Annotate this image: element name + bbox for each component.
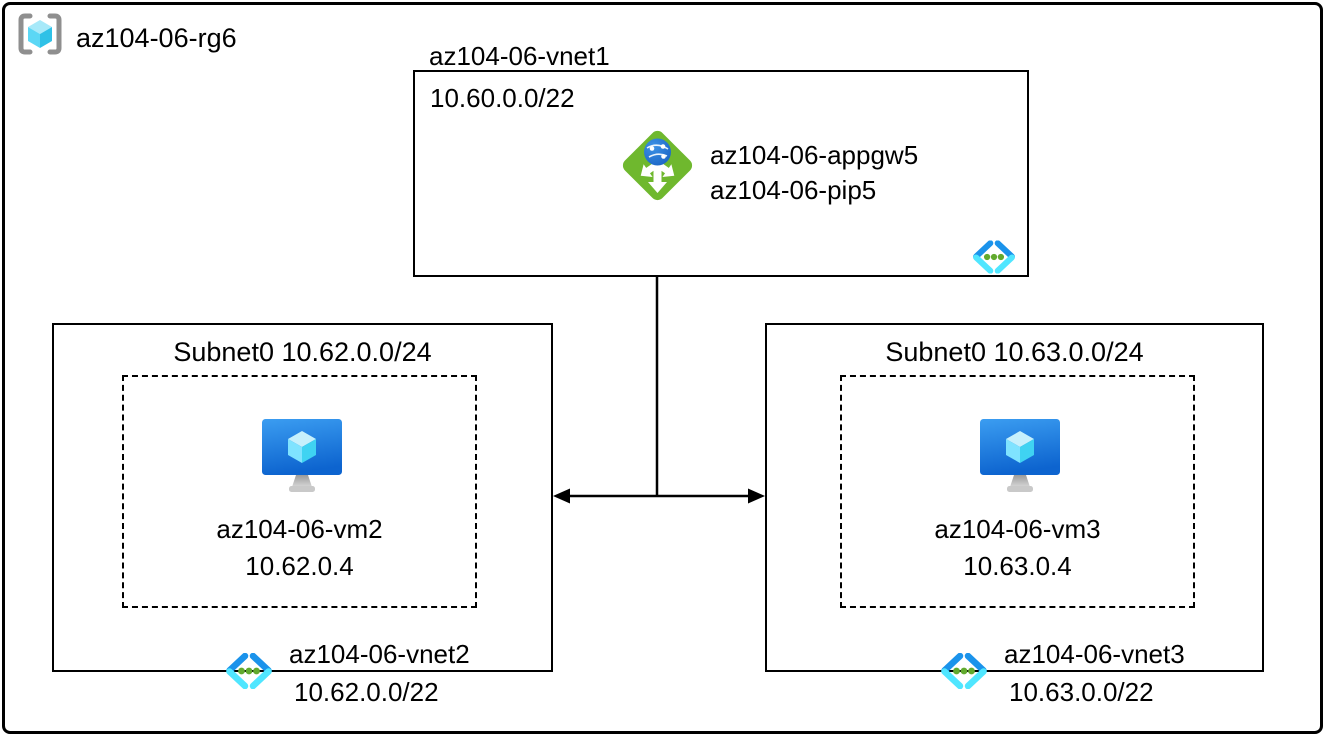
app-gateway-labels: az104-06-appgw5 az104-06-pip5	[710, 138, 918, 208]
vnet3-subnet-dashed-box: az104-06-vm3 10.63.0.4	[840, 375, 1195, 608]
vnet3-cidr-label: 10.63.0.0/22	[1009, 677, 1154, 707]
vm-icon	[980, 419, 1060, 493]
resource-group-label: az104-06-rg6	[76, 23, 237, 53]
vm2-name-label: az104-06-vm2	[216, 514, 383, 544]
vm3-name-label: az104-06-vm3	[934, 514, 1101, 544]
vnet3-subnet-header: Subnet0 10.63.0.0/24	[885, 337, 1144, 367]
vm-icon	[262, 419, 342, 493]
resource-group-icon	[18, 13, 62, 55]
vnet2-cidr-label: 10.62.0.0/22	[294, 677, 439, 707]
public-ip-name-label: az104-06-pip5	[710, 175, 877, 205]
vnet1-cidr-label: 10.60.0.0/22	[430, 83, 575, 113]
vnet-icon	[971, 240, 1017, 274]
app-gateway-name-label: az104-06-appgw5	[710, 140, 919, 170]
vnet2-box: Subnet0 10.62.0.0/24 az104-06-vm2 10.62.…	[52, 323, 553, 672]
vnet1-name-label: az104-06-vnet1	[429, 41, 610, 71]
vnet2-subnet-header: Subnet0 10.62.0.0/24	[173, 337, 432, 367]
vnet-icon	[224, 653, 274, 689]
vnet1-box: 10.60.0.0/22 az104-06-appgw5 az104-06-pi…	[413, 70, 1029, 277]
vnet3-box: Subnet0 10.63.0.0/24 az104-06-vm3 10.63.…	[765, 323, 1264, 672]
vnet2-subnet-dashed-box: az104-06-vm2 10.62.0.4	[122, 375, 477, 608]
app-gateway-icon	[622, 130, 693, 201]
vnet2-name-label: az104-06-vnet2	[289, 639, 470, 669]
vm2-ip-label: 10.62.0.4	[245, 551, 354, 581]
vnet-icon	[939, 653, 989, 689]
vm3-ip-label: 10.63.0.4	[963, 551, 1072, 581]
vnet3-name-label: az104-06-vnet3	[1004, 639, 1185, 669]
